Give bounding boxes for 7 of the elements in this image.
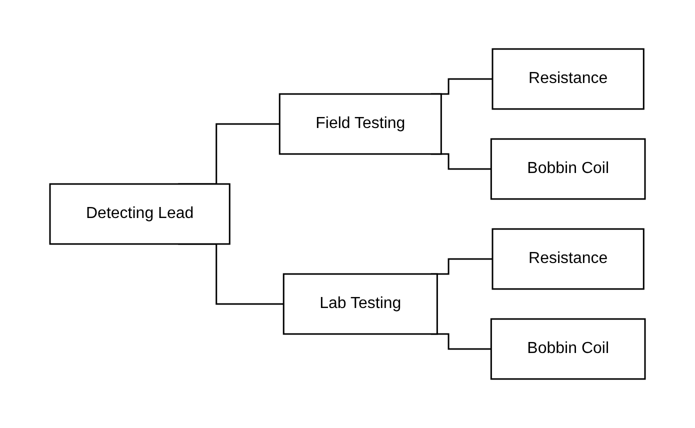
node-box: Lab Testing [282,273,438,335]
node-box: Resistance [492,48,644,110]
node-box: Detecting Lead [49,183,230,245]
node-box: Field Testing [278,93,442,155]
node-box: Bobbin Coil [490,138,646,200]
node-box: Resistance [492,228,644,290]
node-box: Bobbin Coil [490,318,646,380]
